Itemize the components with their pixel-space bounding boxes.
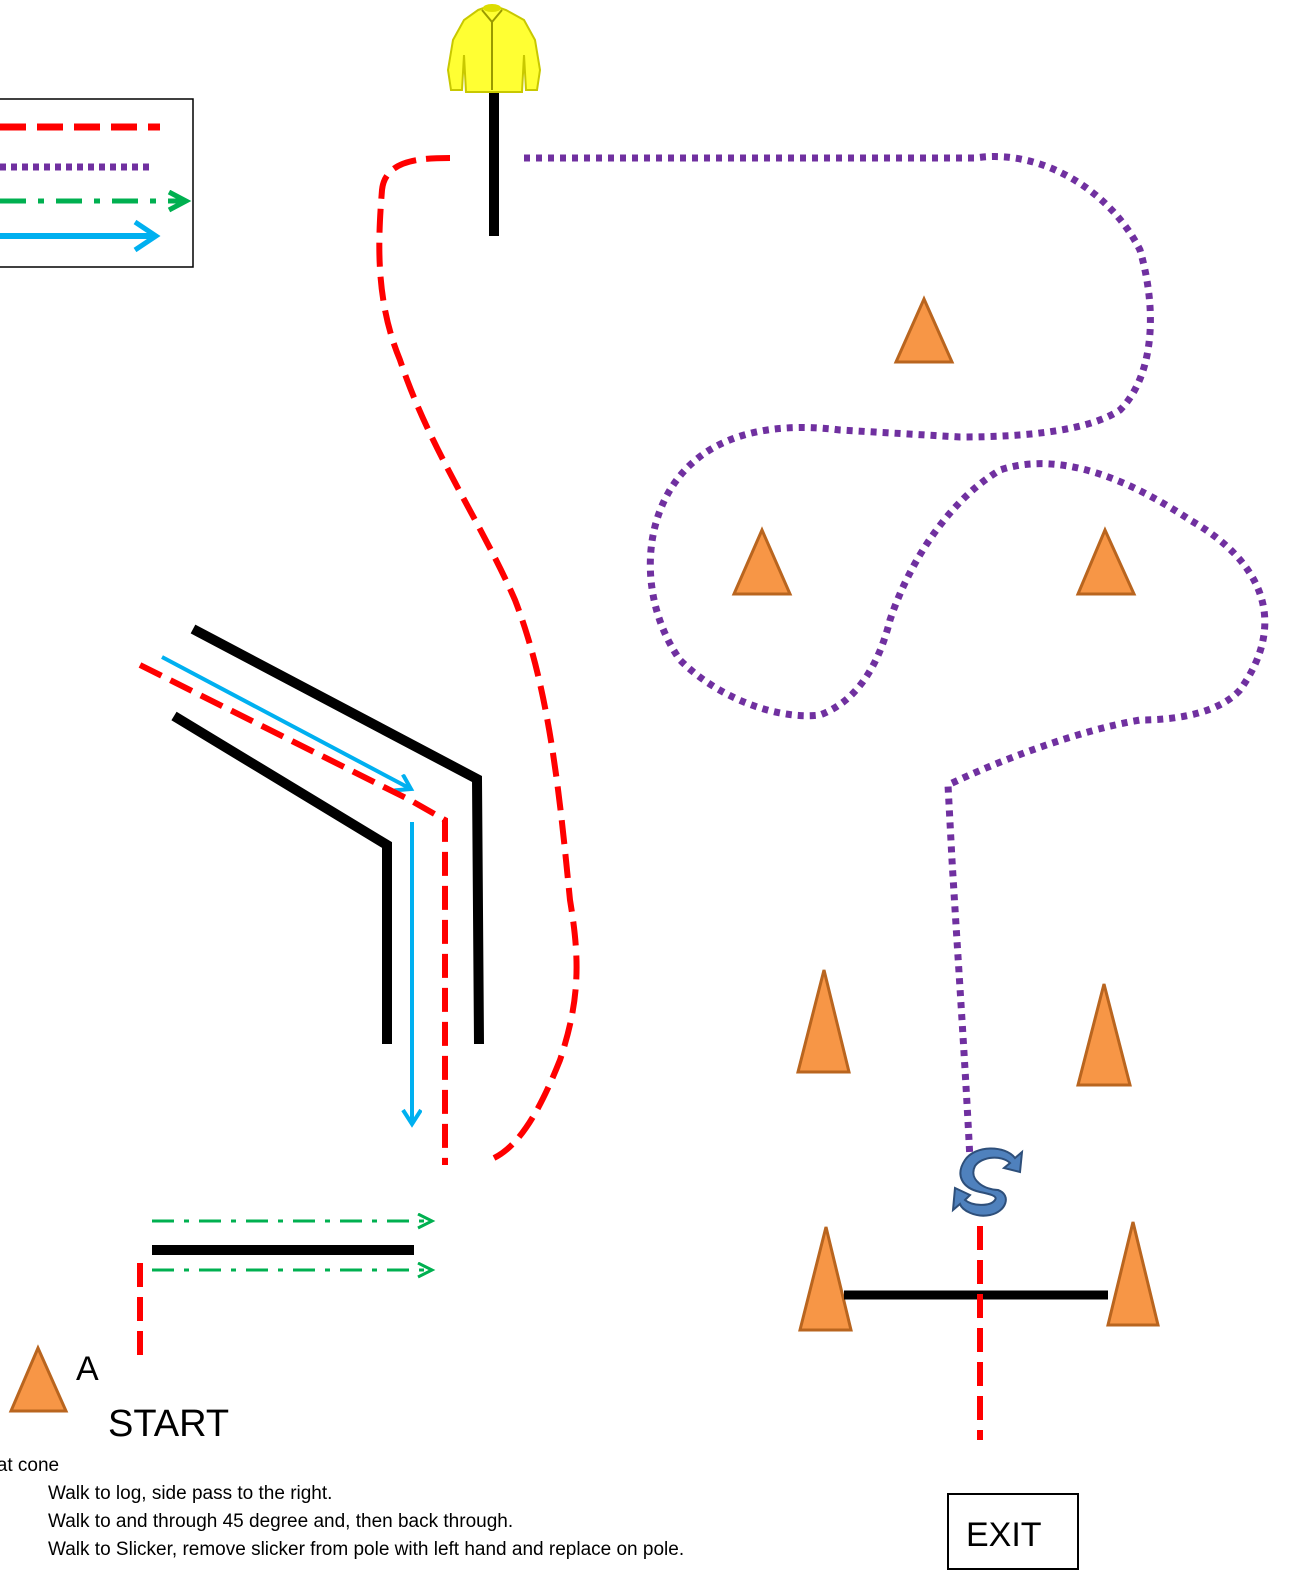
instruction-step: Walk to and through 45 degree and, then … <box>48 1511 514 1532</box>
cone-icon <box>731 526 793 596</box>
chute-inner-pole <box>171 711 392 1044</box>
purple-dotted-path <box>524 153 1269 1161</box>
cone-icon <box>1106 1221 1160 1327</box>
forty-five-degree-chute <box>171 624 484 1045</box>
cone-icon <box>796 969 851 1074</box>
cone-icon <box>1076 983 1132 1087</box>
spin-arrow-icon <box>951 1147 1024 1217</box>
exit-label: EXIT <box>966 1516 1042 1554</box>
instruction-first-line: y at cone <box>0 1455 60 1476</box>
blue-path-diagonal <box>161 655 411 789</box>
exit-box <box>947 1493 1079 1570</box>
slicker-station <box>446 3 542 236</box>
cone-icon <box>798 1226 853 1332</box>
start-label: START <box>108 1403 229 1445</box>
cone-icon <box>893 295 955 364</box>
chute-outer-pole <box>190 624 484 1045</box>
cone-icon <box>8 1344 69 1413</box>
slicker-jacket-icon <box>446 3 542 93</box>
instructions: y at cone Walk to log, side pass to the … <box>0 1452 684 1564</box>
instruction-step: Walk to log, side pass to the right. <box>48 1483 333 1504</box>
cone-a-label: A <box>76 1350 99 1388</box>
red-dashed-path-slicker-loop <box>376 155 580 1161</box>
legend <box>0 98 194 268</box>
cone-icon <box>1075 526 1137 596</box>
red-dashed-path-chute <box>138 662 448 1165</box>
instruction-step: Walk to Slicker, remove slicker from pol… <box>48 1539 685 1560</box>
